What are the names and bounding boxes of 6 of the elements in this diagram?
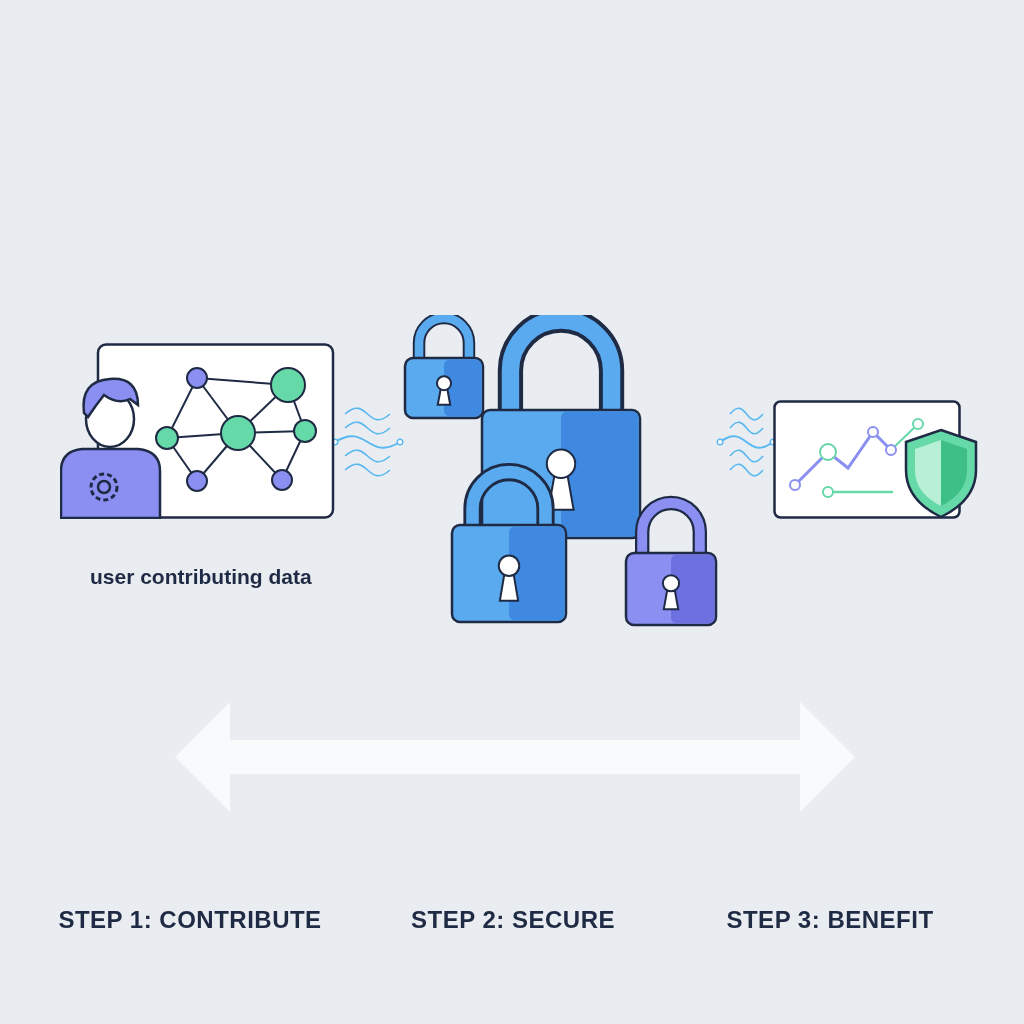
step-label: STEP 1: CONTRIBUTE xyxy=(58,906,322,934)
caption-text: user contributing data xyxy=(90,565,312,589)
user-network-picture xyxy=(60,343,335,519)
step-label: STEP 2: SECURE xyxy=(411,906,615,934)
chart-shield-picture xyxy=(773,400,978,520)
step-label: STEP 3: BENEFIT xyxy=(726,906,934,934)
